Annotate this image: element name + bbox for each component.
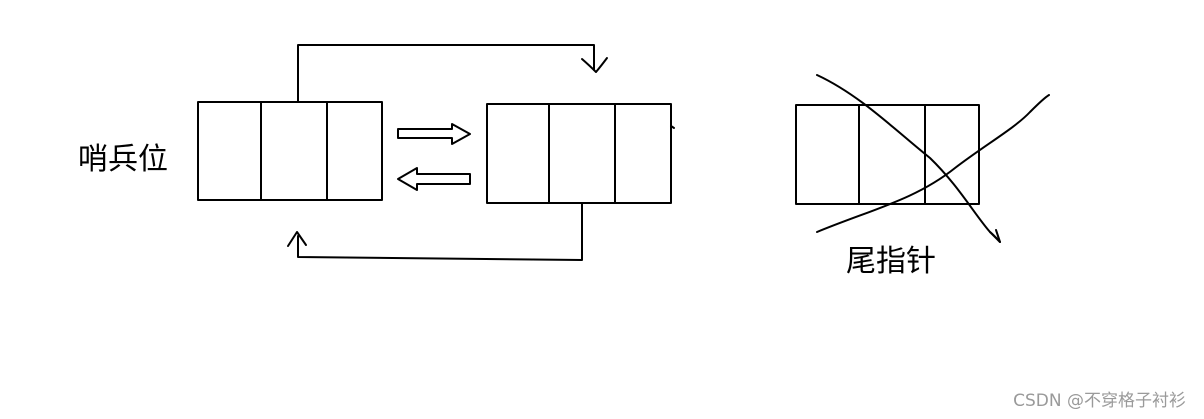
watermark: CSDN @不穿格子衬衫 (1013, 391, 1186, 411)
tail-node (795, 104, 980, 205)
sentinel-node (197, 101, 383, 201)
middle-node-tick (670, 125, 675, 129)
bottom-connector-arrow (287, 203, 583, 261)
cross-out-stroke (816, 74, 1001, 243)
top-connector-arrowhead (581, 57, 608, 73)
tail-pointer-label: 尾指针 (846, 244, 936, 279)
top-connector-line (297, 44, 595, 102)
sentinel-label: 哨兵位 (78, 142, 168, 177)
prev-pointer-arrow (397, 167, 471, 191)
next-pointer-arrow (397, 123, 471, 145)
cross-out-stroke (816, 94, 1050, 233)
middle-node-box (486, 103, 672, 204)
tail-node-box (795, 104, 980, 205)
cross-out-stroke-tip (989, 229, 1001, 243)
sentinel-node-box (197, 101, 383, 201)
top-connector-arrow (297, 44, 608, 102)
middle-node (486, 103, 675, 204)
bottom-connector-line (297, 203, 583, 261)
bottom-connector-arrowhead (287, 231, 307, 247)
